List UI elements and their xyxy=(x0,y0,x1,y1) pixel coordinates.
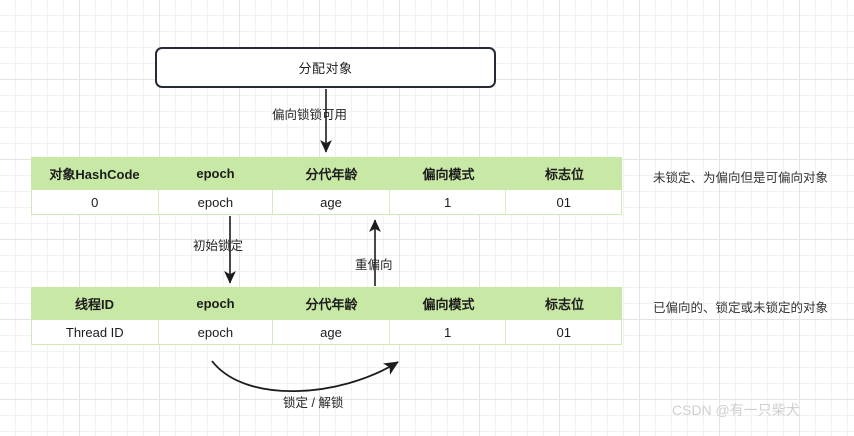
allocate-object-box: 分配对象 xyxy=(155,47,496,88)
table-header-cell: epoch xyxy=(196,296,235,311)
table-value-row: Thread ID epoch age 1 01 xyxy=(31,320,622,345)
table-header-cell: 偏向模式 xyxy=(422,297,475,312)
table-header-cell: 对象HashCode xyxy=(49,167,140,182)
object-header-table-unlocked: 对象HashCode epoch 分代年龄 偏向模式 标志位 0 epoch a… xyxy=(31,157,622,215)
arrow-label-initial-lock: 初始锁定 xyxy=(193,239,244,253)
table-value-cell: epoch xyxy=(159,190,274,214)
watermark: CSDN @有一只柴犬 xyxy=(672,402,800,418)
arrow-label-lock-unlock: 锁定 / 解锁 xyxy=(283,396,344,410)
annotation-unlocked-biasable: 未锁定、为偏向但是可偏向对象 xyxy=(652,171,828,185)
table-value-cell: age xyxy=(273,190,390,214)
table-header-cell: 分代年龄 xyxy=(305,167,358,182)
annotation-biased-object: 已偏向的、锁定或未锁定的对象 xyxy=(652,301,828,315)
table-header-cell: 分代年龄 xyxy=(305,297,358,312)
table-header-cell: epoch xyxy=(196,166,235,181)
table-header-cell: 标志位 xyxy=(544,167,584,182)
table-value-cell: epoch xyxy=(159,320,274,344)
table-value-row: 0 epoch age 1 01 xyxy=(31,190,622,215)
table-header-row: 线程ID epoch 分代年龄 偏向模式 标志位 xyxy=(31,287,622,320)
object-header-table-biased: 线程ID epoch 分代年龄 偏向模式 标志位 Thread ID epoch… xyxy=(31,287,622,345)
arrow-label-rebias: 重偏向 xyxy=(355,258,393,272)
table-value-cell: 1 xyxy=(390,320,507,344)
table-value-cell: 1 xyxy=(390,190,507,214)
table-value-cell: 0 xyxy=(32,190,159,214)
table-header-cell: 线程ID xyxy=(74,297,114,312)
allocate-object-label: 分配对象 xyxy=(298,61,353,76)
arrow-lock-unlock xyxy=(211,360,399,393)
table-value-cell: 01 xyxy=(556,324,571,340)
arrow-label-bias-available: 偏向锁锁可用 xyxy=(272,108,348,122)
table-header-cell: 偏向模式 xyxy=(422,167,475,182)
table-value-cell: Thread ID xyxy=(32,320,159,344)
table-header-row: 对象HashCode epoch 分代年龄 偏向模式 标志位 xyxy=(31,157,622,190)
table-value-cell: 01 xyxy=(556,194,571,210)
table-header-cell: 标志位 xyxy=(544,297,584,312)
table-value-cell: age xyxy=(273,320,390,344)
